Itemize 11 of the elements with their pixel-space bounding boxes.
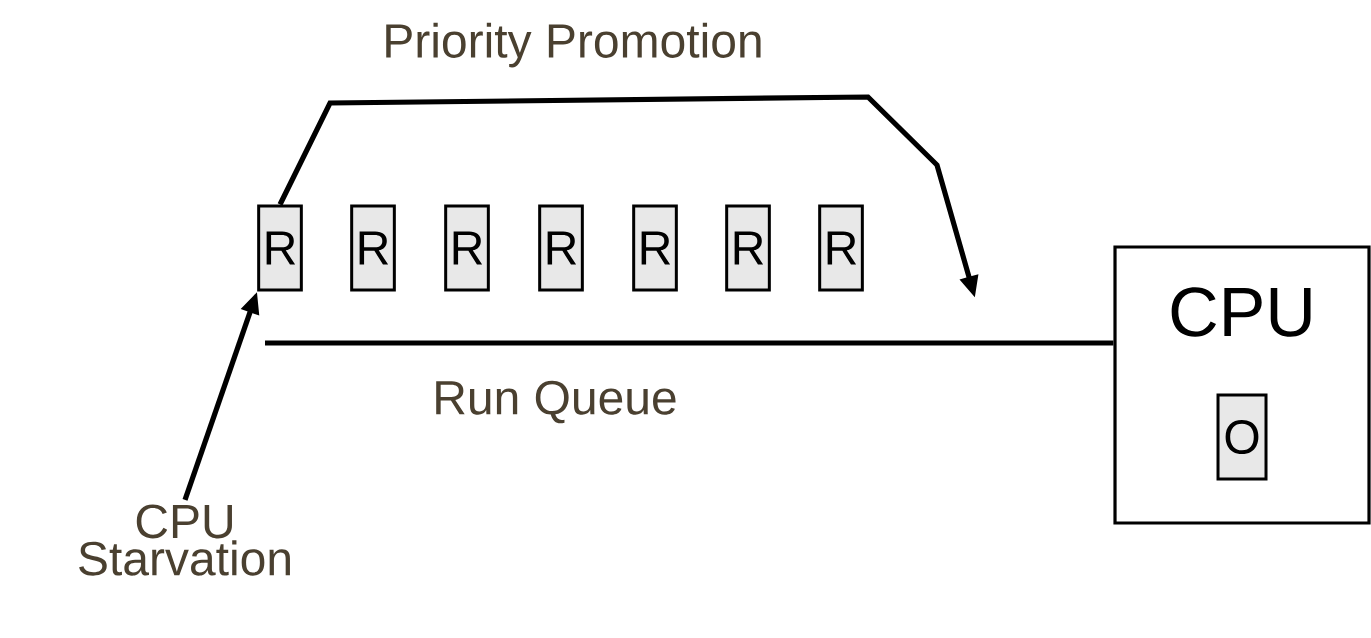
process-box: R	[350, 204, 396, 292]
edge-label: Priority Promotion	[386, 22, 761, 68]
process-box: R	[538, 204, 584, 292]
process-box: R	[632, 204, 678, 292]
node-label: CPU Starvation	[79, 504, 290, 576]
process-box: R	[444, 204, 490, 292]
process-box: R	[257, 204, 303, 292]
process-box: O	[1216, 393, 1268, 481]
process-box: R	[818, 204, 864, 292]
edge-label: Run Queue	[436, 380, 676, 424]
process-box: R	[725, 204, 771, 292]
